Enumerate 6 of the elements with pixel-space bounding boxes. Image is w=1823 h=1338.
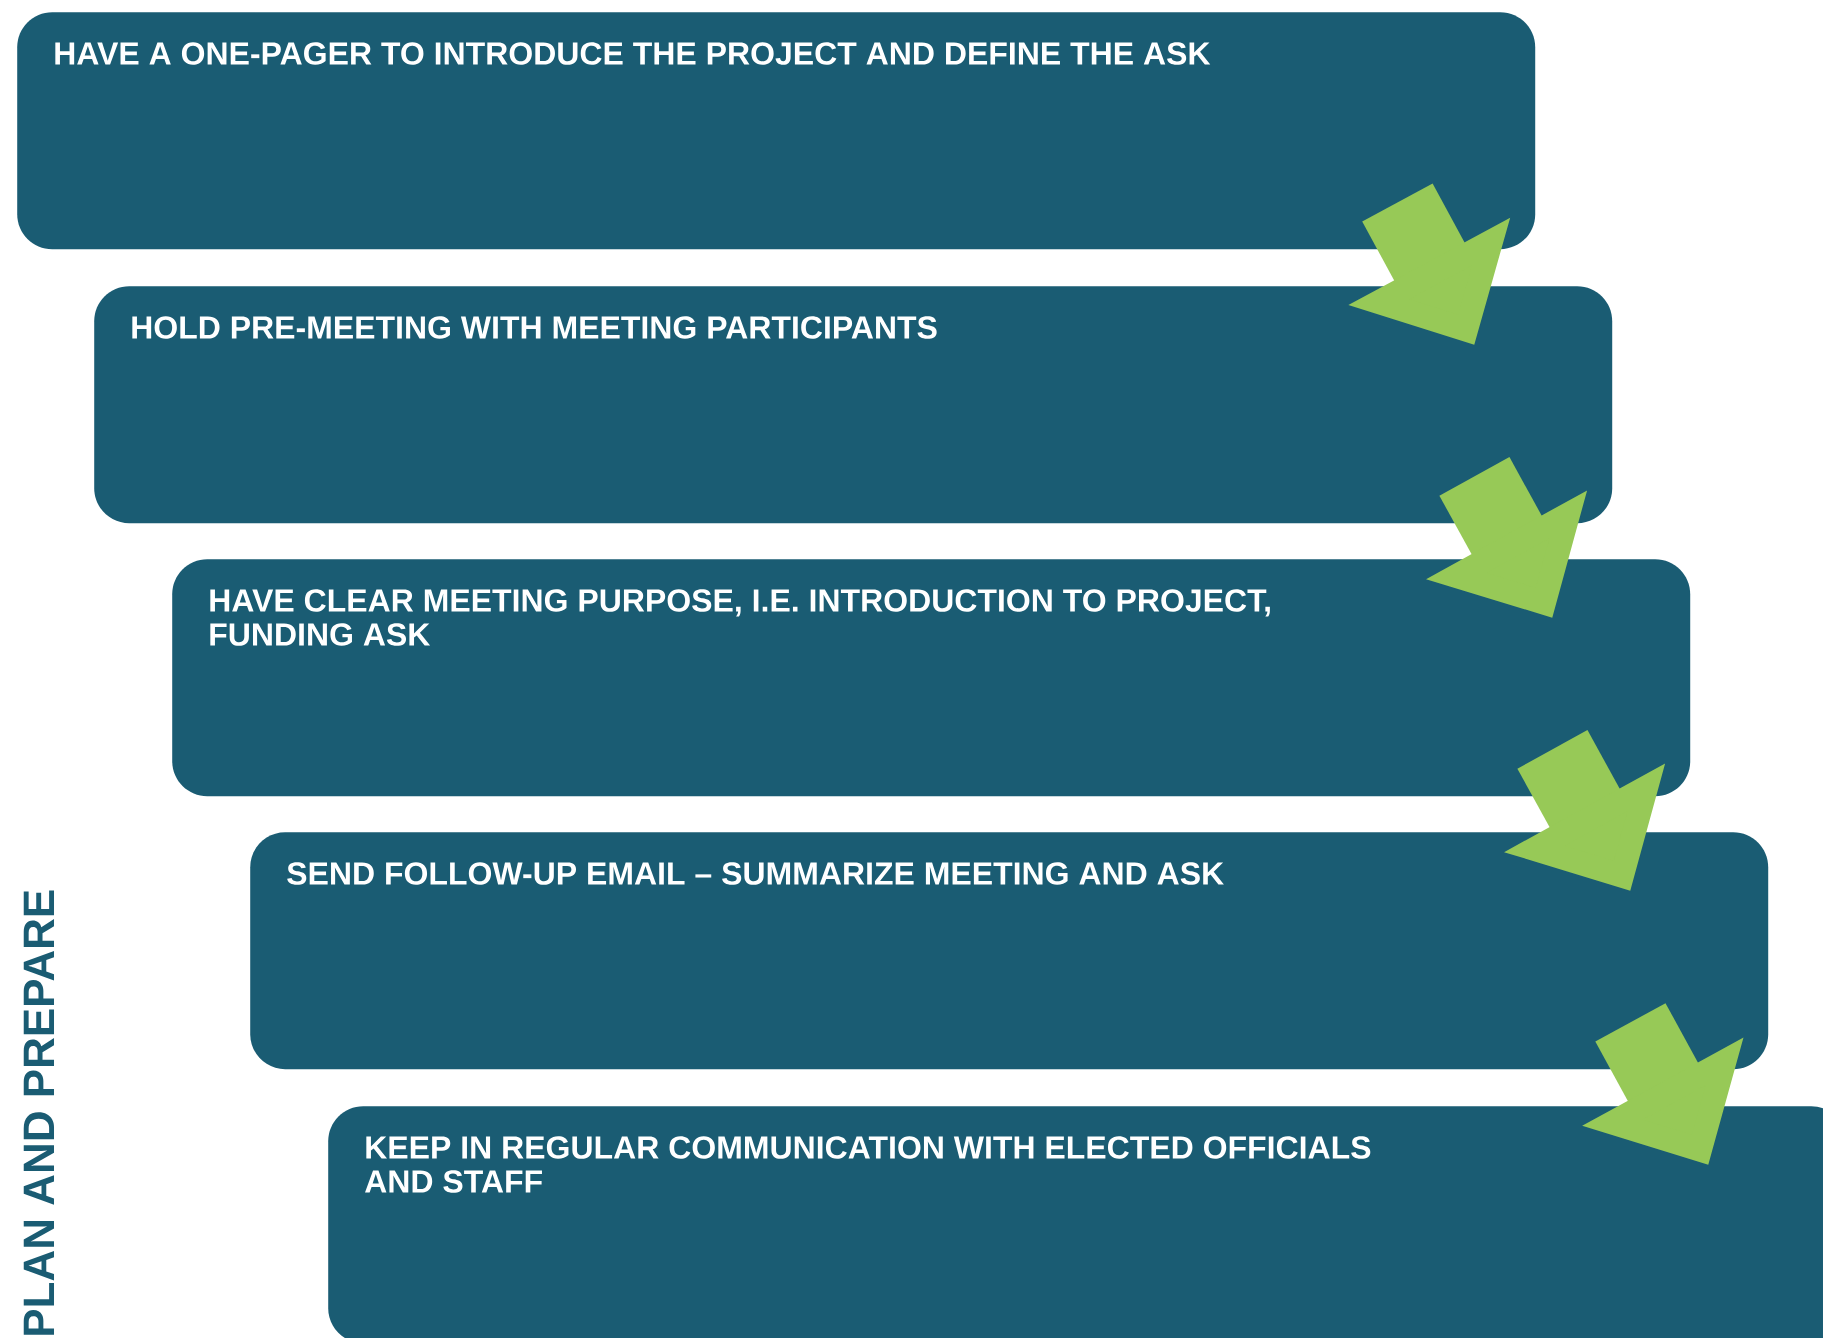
step-box: SEND FOLLOW-UP EMAIL – SUMMARIZE MEETING AND ASK bbox=[250, 832, 1769, 1070]
step-box: KEEP IN REGULAR COMMUNICATION WITH ELECTED OFFICIALS AND STAFF bbox=[328, 1106, 1823, 1338]
step-box: HAVE A ONE-PAGER TO INTRODUCE THE PROJECT AND DEFINE THE ASK bbox=[17, 12, 1536, 250]
side-label: PLAN AND PREPARE bbox=[23, 890, 54, 1335]
step-box: HAVE CLEAR MEETING PURPOSE, I.E. INTRODUCTION TO PROJECT, FUNDING ASK bbox=[172, 559, 1691, 797]
step-box: HOLD PRE-MEETING WITH MEETING PARTICIPANTS bbox=[94, 286, 1613, 524]
